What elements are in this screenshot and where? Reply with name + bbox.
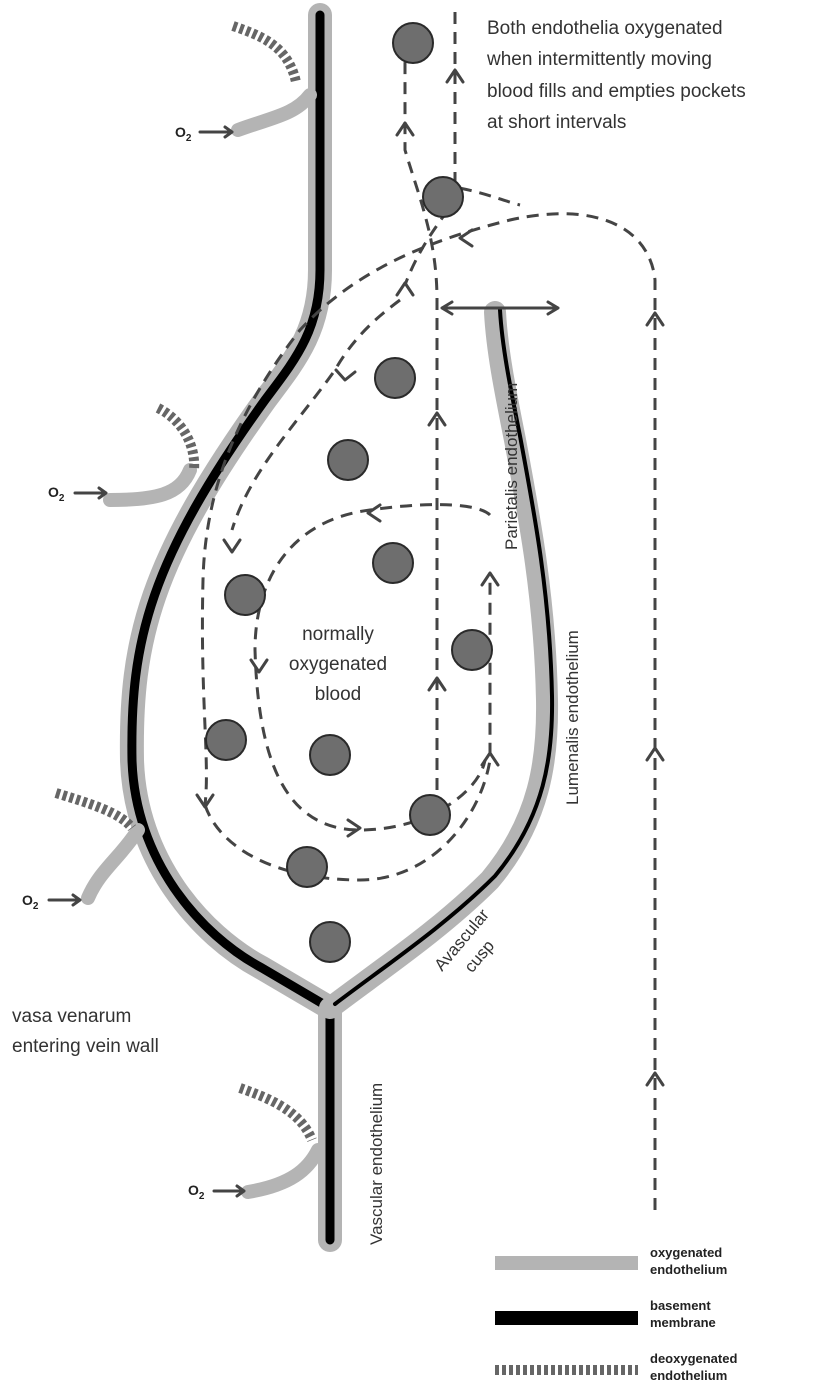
vasa-line: entering vein wall [12, 1036, 159, 1057]
center-line: normally [302, 624, 374, 645]
blood-cell [393, 23, 433, 63]
vasa-branch-1 [238, 95, 310, 130]
intro-line: at short intervals [487, 112, 626, 133]
vasa-branch-3 [88, 830, 138, 898]
vein-wall-basement-membrane [132, 15, 330, 1240]
legend-label-line: oxygenated [650, 1245, 722, 1260]
arrowhead-down [251, 660, 267, 672]
vasa-branch-4 [248, 1150, 318, 1192]
vein-wall [132, 15, 330, 1240]
intro-annotation: Both endothelia oxygenated when intermit… [486, 18, 746, 133]
arrowhead-up [397, 283, 413, 295]
blood-cell [452, 630, 492, 670]
arrowhead-right [348, 820, 360, 836]
o2-label-2: O2 [48, 484, 106, 504]
svg-text:O2: O2 [48, 484, 65, 504]
svg-text:O2: O2 [175, 124, 192, 144]
blood-cell [373, 543, 413, 583]
blood-cell [328, 440, 368, 480]
arrowhead-down-left [336, 370, 355, 380]
blood-cell [287, 847, 327, 887]
arrowhead-left [460, 230, 472, 246]
legend-item-deoxygenated: deoxygenated endothelium [495, 1351, 737, 1383]
o2-label-1: O2 [175, 124, 232, 144]
vascular-endothelium-label: Vascular endothelium [367, 1083, 386, 1245]
deoxy-branch-2 [158, 408, 194, 470]
vasa-venarum-label: vasa venarum entering vein wall [12, 1006, 159, 1057]
intro-line: when intermittently moving [486, 49, 712, 70]
svg-text:O2: O2 [188, 1182, 205, 1202]
flow-right-outer [202, 214, 655, 1210]
center-line: oxygenated [289, 654, 387, 675]
vasa-line: vasa venarum [12, 1006, 131, 1027]
center-line: blood [315, 684, 362, 705]
legend-label-line: endothelium [650, 1262, 727, 1277]
blood-cell [225, 575, 265, 615]
blood-cell [310, 735, 350, 775]
deoxy-branch-3 [56, 793, 132, 828]
lumenalis-label: Lumenalis endothelium [563, 630, 582, 805]
legend-label-line: membrane [650, 1315, 716, 1330]
legend-label-line: deoxygenated [650, 1351, 737, 1366]
arrowhead-left [368, 505, 380, 521]
intro-line: blood fills and empties pockets [487, 81, 746, 102]
legend-item-basement: basement membrane [495, 1298, 716, 1330]
o2-label-4: O2 [188, 1182, 244, 1202]
deoxy-branch-1 [233, 26, 296, 82]
flow-center-upward [405, 60, 437, 790]
legend-item-oxygenated: oxygenated endothelium [495, 1245, 727, 1277]
blood-cell [423, 177, 463, 217]
legend: oxygenated endothelium basement membrane… [495, 1245, 737, 1383]
blood-cell [375, 358, 415, 398]
svg-text:O2: O2 [22, 892, 39, 912]
vasa-branch-2 [110, 470, 190, 500]
vein-wall-endothelium [132, 15, 330, 1240]
o2-label-3: O2 [22, 892, 80, 912]
parietalis-label: Parietalis endothelium [502, 383, 521, 550]
legend-label-line: endothelium [650, 1368, 727, 1383]
arrowhead-down [224, 540, 240, 552]
blood-cell [206, 720, 246, 760]
deoxy-branch-4 [240, 1088, 312, 1140]
intro-line: Both endothelia oxygenated [487, 18, 723, 39]
center-label: normally oxygenated blood [289, 624, 387, 705]
blood-cell [310, 922, 350, 962]
legend-label-line: basement [650, 1298, 711, 1313]
blood-cell [410, 795, 450, 835]
